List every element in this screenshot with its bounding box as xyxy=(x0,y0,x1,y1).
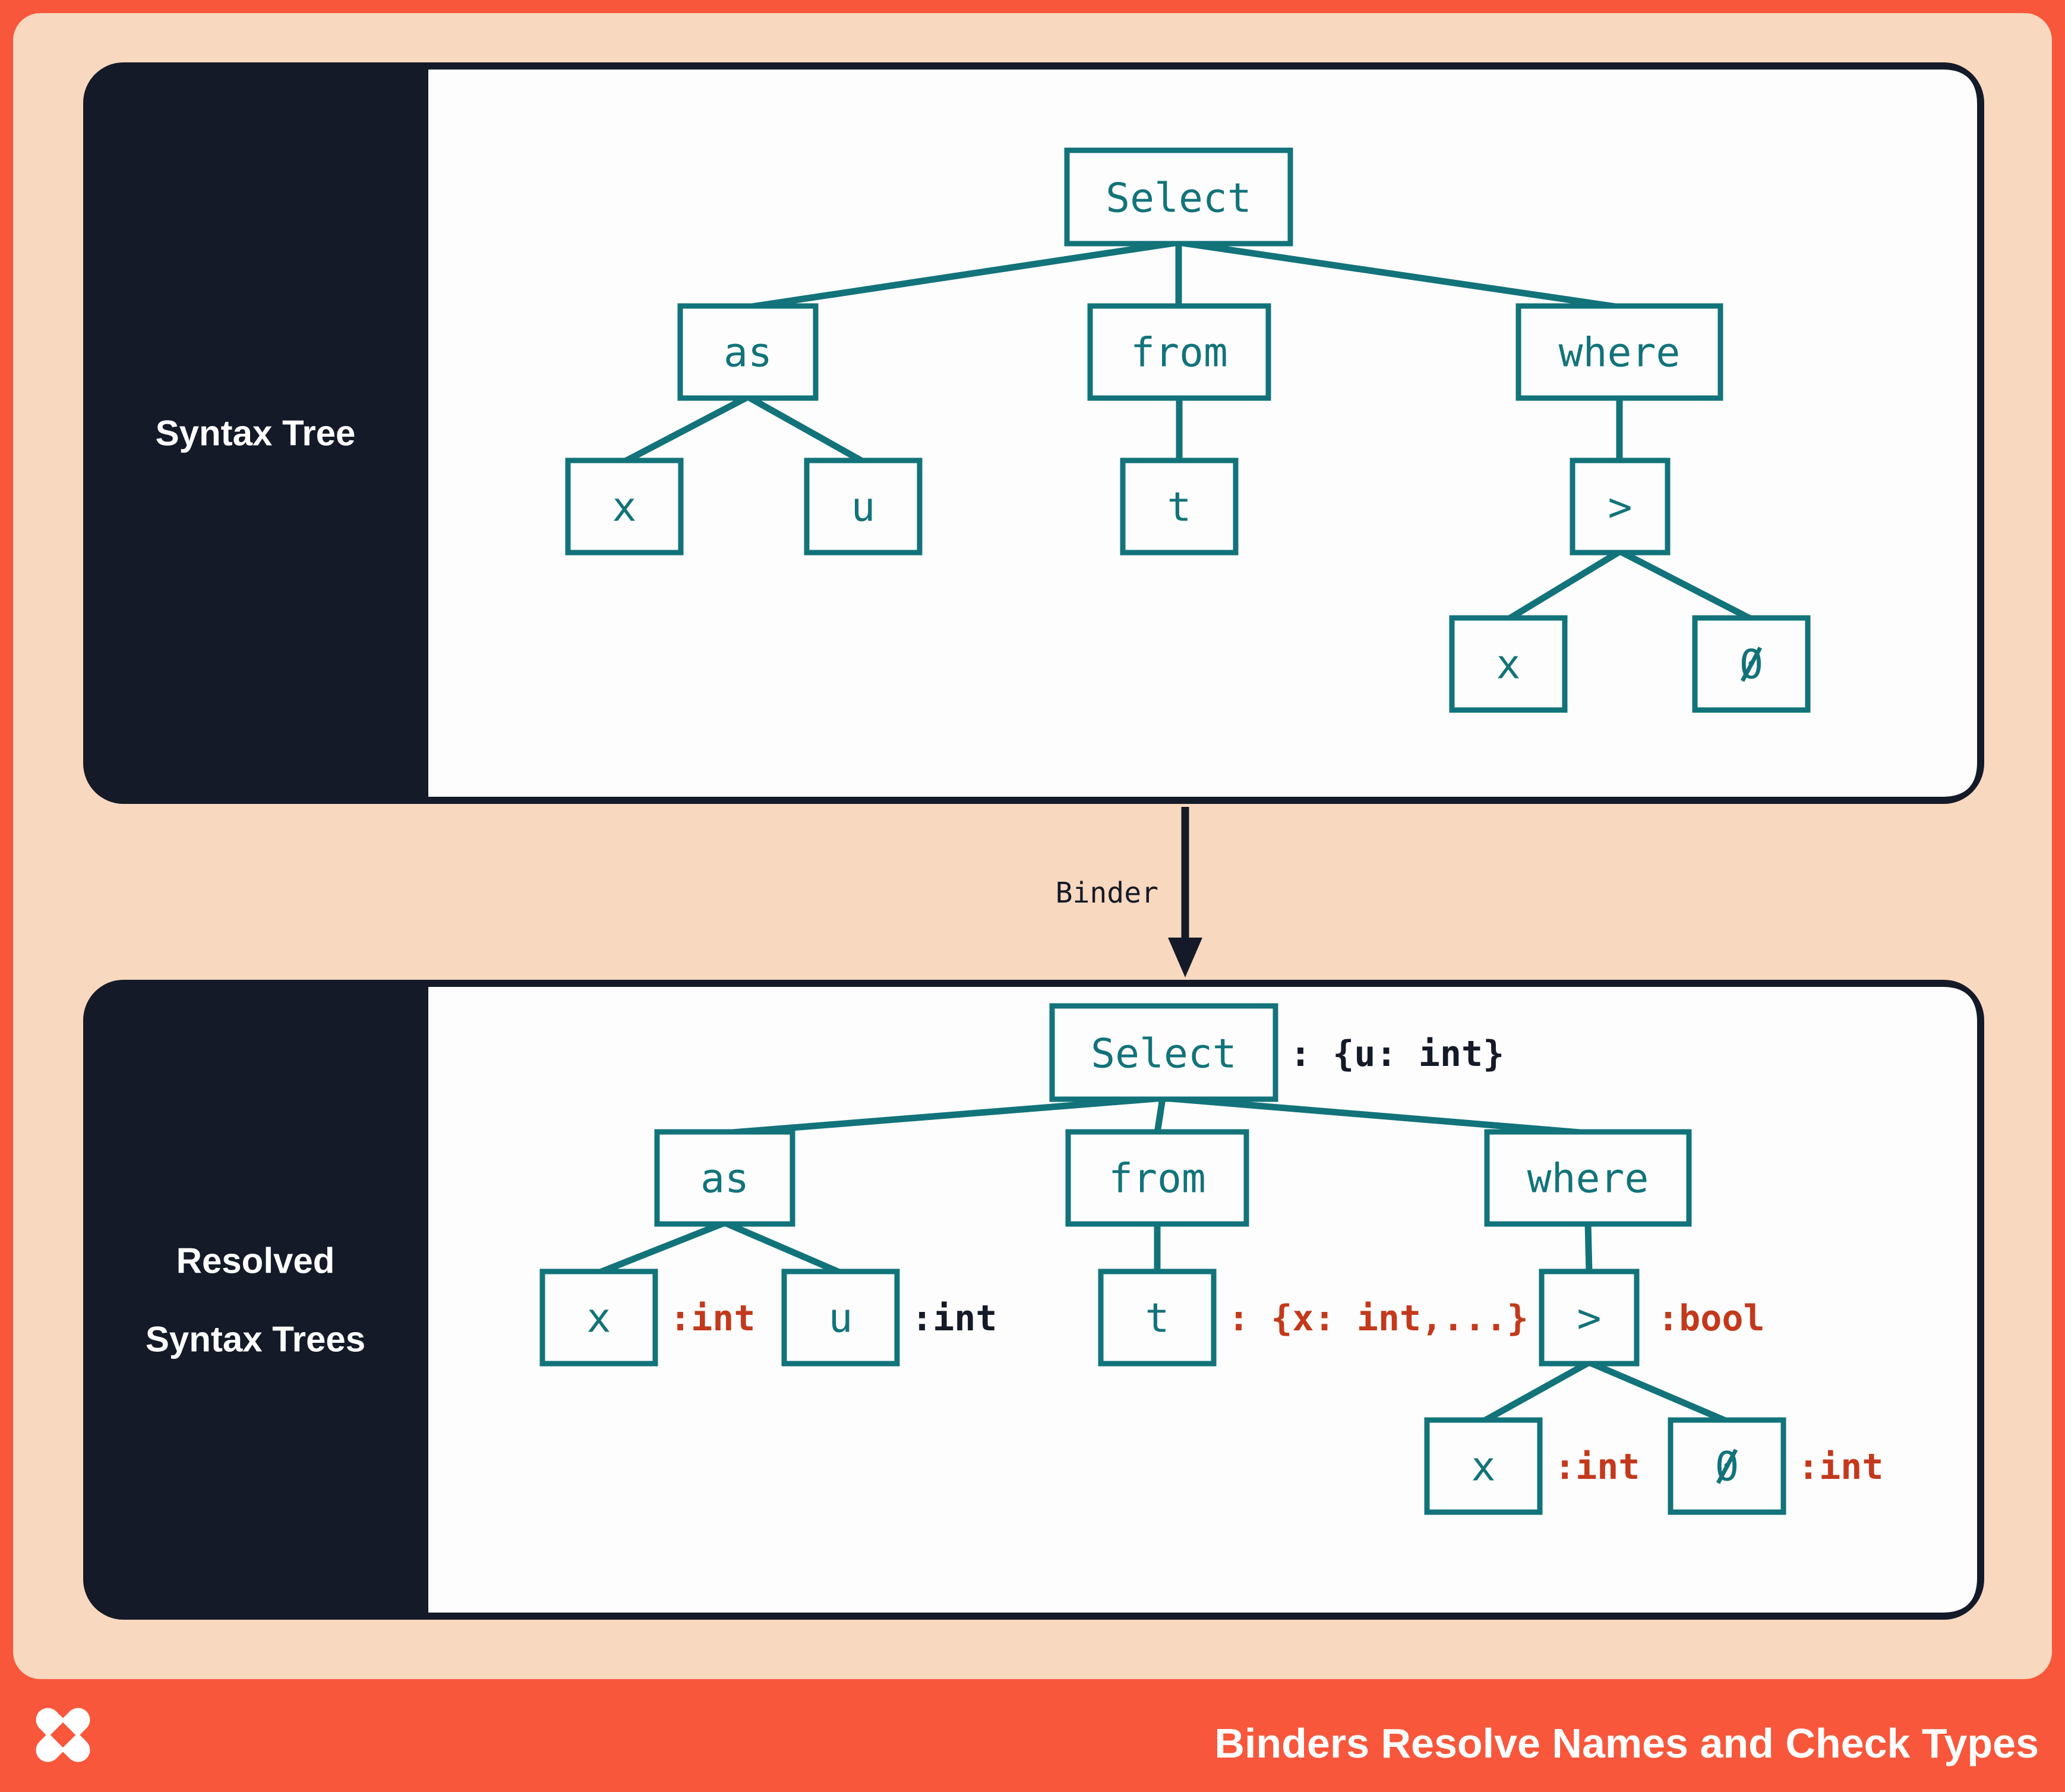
type-annotation-select: : {u: int} xyxy=(1290,1033,1504,1075)
node-x2-label: x xyxy=(1496,642,1521,689)
node-u-label: u xyxy=(829,1295,853,1342)
type-annotation-x2: :int xyxy=(1554,1446,1640,1488)
node-as-label: as xyxy=(724,330,772,377)
node-gt-label: > xyxy=(1608,484,1633,531)
syntax-panel-canvas xyxy=(428,70,1977,797)
tree-edge xyxy=(723,1219,842,1276)
node-x-label: x xyxy=(587,1295,611,1342)
node-from-label: from xyxy=(1109,1156,1206,1203)
syntax-panel-title: Syntax Tree xyxy=(156,414,356,453)
node-x2 xyxy=(1449,615,1568,713)
footer: Binders Resolve Names and Check Types xyxy=(0,1679,2065,1792)
node-t xyxy=(1120,458,1239,556)
binder-arrow-head xyxy=(1168,938,1202,977)
type-annotation-u: :int xyxy=(911,1298,997,1339)
node-x-label: x xyxy=(612,484,637,531)
tree-edge xyxy=(623,394,750,465)
node-as xyxy=(677,303,819,401)
node-x xyxy=(565,458,684,556)
binder-label: Binder xyxy=(1056,876,1158,910)
node-as xyxy=(654,1129,795,1227)
node-select xyxy=(1064,147,1293,247)
type-annotation-x: :int xyxy=(670,1298,756,1339)
node-x2 xyxy=(1424,1417,1543,1515)
type-annotation-t: : {x: int,...} xyxy=(1228,1298,1529,1339)
syntax-tree-nodes: Select as from where x u t > x 0 xyxy=(565,147,1811,713)
footer-bar xyxy=(0,1679,2065,1792)
resolved-tree-panel: Resolved Syntax Trees Select : {u: int} … xyxy=(83,980,1984,1620)
tree-edge xyxy=(1178,239,1620,311)
node-gt-label: > xyxy=(1577,1295,1602,1342)
node-where xyxy=(1484,1129,1692,1227)
node-from xyxy=(1087,303,1271,401)
tree-edge xyxy=(724,1094,1164,1137)
slashed-zero-mark xyxy=(1716,1449,1738,1484)
type-annotation-zero: :int xyxy=(1798,1446,1884,1488)
node-from-label: from xyxy=(1131,330,1228,377)
node-as-label: as xyxy=(700,1156,749,1203)
tree-edge xyxy=(1163,1094,1589,1137)
footer-title: Binders Resolve Names and Check Types xyxy=(1214,1720,2039,1766)
node-from xyxy=(1065,1129,1249,1227)
node-t xyxy=(1098,1269,1217,1367)
resolved-tree-nodes: Select : {u: int} as from where x :int u… xyxy=(539,1003,1884,1515)
node-x xyxy=(539,1269,658,1367)
dbt-logo-icon xyxy=(36,1708,90,1762)
tree-edge xyxy=(747,239,1179,311)
node-where xyxy=(1515,303,1723,401)
resolved-panel-title-line1: Resolved xyxy=(176,1241,335,1281)
node-x2-label: x xyxy=(1472,1444,1496,1491)
tree-edge xyxy=(1584,1222,1593,1273)
node-where-label: where xyxy=(1559,330,1681,377)
node-select-label: Select xyxy=(1091,1031,1237,1078)
node-u xyxy=(781,1269,900,1367)
tree-edge xyxy=(1482,1359,1591,1424)
resolved-tree-edges xyxy=(597,1094,1729,1425)
binder-step: Binder xyxy=(1056,807,1202,977)
node-gt xyxy=(1539,1269,1640,1367)
tree-edge xyxy=(1154,1097,1166,1134)
slashed-zero-mark xyxy=(1740,646,1763,682)
syntax-tree-panel: Syntax Tree Select as from where x xyxy=(83,62,1984,804)
node-t-label: t xyxy=(1145,1295,1170,1342)
node-select-label: Select xyxy=(1106,175,1252,222)
tree-edge xyxy=(597,1219,727,1276)
node-t-label: t xyxy=(1167,484,1192,531)
type-annotation-gt: :bool xyxy=(1657,1298,1765,1339)
node-select xyxy=(1049,1003,1278,1102)
node-where-label: where xyxy=(1527,1156,1649,1203)
node-gt xyxy=(1570,458,1671,556)
tree-edge xyxy=(1587,1359,1729,1425)
syntax-tree-edges xyxy=(623,239,1753,622)
tree-edge xyxy=(746,394,865,465)
tree-edge xyxy=(1507,548,1622,622)
node-u xyxy=(804,458,923,556)
resolved-panel-title-line2: Syntax Trees xyxy=(146,1320,365,1359)
tree-edge xyxy=(1618,548,1753,622)
node-u-label: u xyxy=(851,484,876,531)
